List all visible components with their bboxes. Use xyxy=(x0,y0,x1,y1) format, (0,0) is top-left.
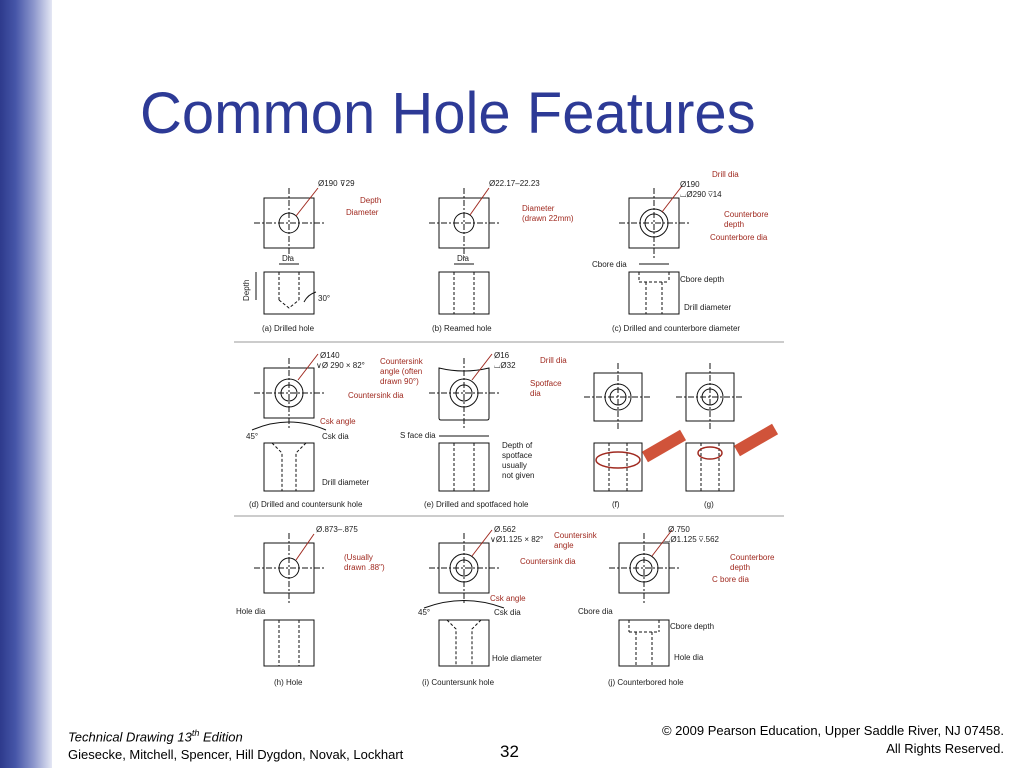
d-angle: 45° xyxy=(246,432,258,441)
e-dep2: spotface xyxy=(502,451,533,460)
i-csk1: Countersink xyxy=(554,531,598,540)
b-dia-label: Dia xyxy=(457,254,470,263)
a-angle: 30° xyxy=(318,294,330,303)
e-callout1: Ø16 xyxy=(494,351,510,360)
d-callout2: ∨Ø 290 × 82° xyxy=(316,361,365,370)
i-hole-diameter: Hole diameter xyxy=(492,654,542,663)
d-drill-diameter: Drill diameter xyxy=(322,478,369,487)
b-caption: (b) Reamed hole xyxy=(432,324,492,333)
i-angle: 45° xyxy=(418,608,430,617)
e-dep4: not given xyxy=(502,471,534,480)
a-caption: (a) Drilled hole xyxy=(262,324,315,333)
j-cbore-dia: Cbore dia xyxy=(578,607,613,616)
footer-citation: Technical Drawing 13th Edition Giesecke,… xyxy=(68,724,403,764)
slide-sidebar-gradient xyxy=(0,0,52,768)
d-callout1: Ø140 xyxy=(320,351,340,360)
i-csk-dia: Countersink dia xyxy=(520,557,576,566)
i-csk-dia2: Csk dia xyxy=(494,608,521,617)
b-diameter-label: Diameter xyxy=(522,204,555,213)
c-cb-depth1: Counterbore xyxy=(724,210,769,219)
d-caption: (d) Drilled and countersunk hole xyxy=(249,500,363,509)
e-callout2: ⌴Ø32 xyxy=(494,361,516,370)
hole-features-figure: WRONG WRONG Ø190 ⊽29 Depth Diameter Dia … xyxy=(234,168,784,692)
wrong-banner-f: WRONG xyxy=(641,429,687,466)
h-caption: (h) Hole xyxy=(274,678,303,687)
i-csk2: angle xyxy=(554,541,574,550)
b-callout: Ø22.17–22.23 xyxy=(489,179,540,188)
c-drill-dia: Drill dia xyxy=(712,170,739,179)
h-usual2: drawn .88") xyxy=(344,563,385,572)
j-caption: (j) Counterbored hole xyxy=(608,678,684,687)
b-drawn-label: (drawn 22mm) xyxy=(522,214,574,223)
h-callout: Ø.873–.875 xyxy=(316,525,358,534)
d-csk-dia2: Csk dia xyxy=(322,432,349,441)
e-caption: (e) Drilled and spotfaced hole xyxy=(424,500,529,509)
footer-book-title: Technical Drawing 13th Edition xyxy=(68,728,243,745)
h-usual1: (Usually xyxy=(344,553,373,562)
e-sface-dia: S face dia xyxy=(400,431,436,440)
h-hole-dia: Hole dia xyxy=(236,607,266,616)
j-cbore-depth: Cbore depth xyxy=(670,622,714,631)
j-hole-dia: Hole dia xyxy=(674,653,704,662)
e-dep3: usually xyxy=(502,461,527,470)
d-csk2: angle (often xyxy=(380,367,422,376)
d-csk-angle: Csk angle xyxy=(320,417,356,426)
i-caption: (i) Countersunk hole xyxy=(422,678,495,687)
a-dia-label: Dia xyxy=(282,254,295,263)
wrong-banner-g: WRONG xyxy=(733,423,779,460)
copyright-line: © 2009 Pearson Education, Upper Saddle R… xyxy=(661,723,1004,738)
page-number: 32 xyxy=(500,742,519,761)
c-callout2: ⌴Ø290 ⊽14 xyxy=(680,190,722,199)
i-callout2: ∨Ø1.125 × 82° xyxy=(490,535,543,544)
a-depth-dim: Depth xyxy=(242,280,251,301)
a-callout: Ø190 ⊽29 xyxy=(318,179,355,188)
e-spot2: dia xyxy=(530,389,541,398)
i-callout1: Ø.562 xyxy=(494,525,516,534)
j-cb-depth2: depth xyxy=(730,563,750,572)
c-cb-dia: Counterbore dia xyxy=(710,233,768,242)
c-caption: (c) Drilled and counterbore diameter xyxy=(612,324,740,333)
j-cbore-dia2: C bore dia xyxy=(712,575,749,584)
i-csk-angle: Csk angle xyxy=(490,594,526,603)
g-caption: (g) xyxy=(704,500,714,509)
e-drill-dia: Drill dia xyxy=(540,356,567,365)
d-csk1: Countersink xyxy=(380,357,424,366)
j-callout1: Ø.750 xyxy=(668,525,690,534)
c-cbore-dia: Cbore dia xyxy=(592,260,627,269)
a-depth-label: Depth xyxy=(360,196,381,205)
j-callout2: ⌴Ø1.125 ⊽.562 xyxy=(664,535,720,544)
c-drill-diameter: Drill diameter xyxy=(684,303,731,312)
d-csk-dia: Countersink dia xyxy=(348,391,404,400)
footer-authors: Giesecke, Mitchell, Spencer, Hill Dygdon… xyxy=(68,747,404,763)
j-cb-depth1: Counterbore xyxy=(730,553,775,562)
f-caption: (f) xyxy=(612,500,620,509)
d-csk3: drawn 90°) xyxy=(380,377,419,386)
e-dep1: Depth of xyxy=(502,441,533,450)
footer-copyright: © 2009 Pearson Education, Upper Saddle R… xyxy=(662,722,1004,758)
slide-title: Common Hole Features xyxy=(140,81,756,146)
c-callout1: Ø190 xyxy=(680,180,700,189)
e-spot1: Spotface xyxy=(530,379,562,388)
rights-line: All Rights Reserved. xyxy=(886,741,1004,756)
c-cbore-depth: Cbore depth xyxy=(680,275,724,284)
a-diameter-label: Diameter xyxy=(346,208,379,217)
c-cb-depth2: depth xyxy=(724,220,744,229)
